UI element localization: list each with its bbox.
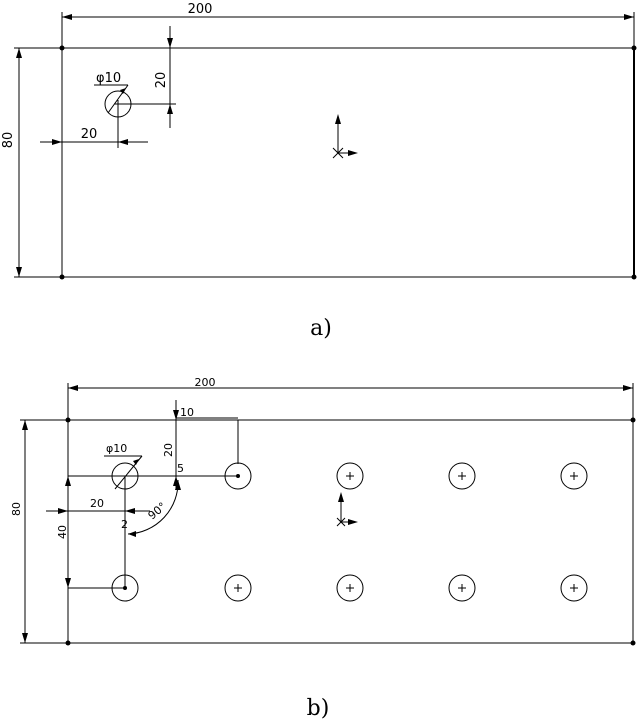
dim-row-gap-label: 40 bbox=[56, 525, 69, 539]
hole bbox=[448, 574, 476, 602]
dim-width-label: 200 bbox=[195, 376, 216, 389]
hole bbox=[336, 574, 364, 602]
dim-hole-x-label: 20 bbox=[90, 497, 104, 510]
dim-diameter-label: φ10 bbox=[96, 71, 121, 86]
dimension-width-a: 200 bbox=[61, 2, 635, 48]
plate-outline-a bbox=[61, 47, 635, 278]
dimension-width-b: 200 bbox=[67, 376, 634, 420]
dimension-row-gap-b: 40 bbox=[56, 476, 125, 589]
dimension-diameter-b: φ10 bbox=[104, 442, 143, 490]
dim-diameter-label: φ10 bbox=[106, 442, 127, 455]
dim-width-label: 200 bbox=[188, 2, 213, 17]
corner-dot bbox=[630, 640, 636, 646]
dimension-height-b: 80 bbox=[10, 419, 68, 644]
corner-dot bbox=[631, 274, 637, 280]
caption-a: a) bbox=[310, 316, 332, 341]
dimension-hole-x-b: 20 bbox=[46, 497, 150, 514]
hole-pattern bbox=[111, 462, 588, 602]
dim-hole-y-label: 20 bbox=[162, 443, 175, 457]
origin-axes-icon bbox=[332, 114, 358, 159]
angle-label: 90° bbox=[146, 500, 169, 522]
dimension-diameter-a: φ10 bbox=[94, 71, 129, 114]
dimension-hole-y-a: 20 bbox=[118, 26, 176, 128]
dim-hole-x-label: 20 bbox=[81, 127, 98, 142]
hole bbox=[560, 574, 588, 602]
hole bbox=[448, 462, 476, 490]
panel-a: 200 80 φ10 20 bbox=[1, 2, 637, 341]
dim-spacing-label: 10 bbox=[180, 406, 194, 419]
pattern-count-rows: 2 bbox=[121, 518, 128, 531]
plate-outline-b bbox=[67, 419, 634, 644]
pattern-count-cols: 5 bbox=[177, 462, 184, 475]
dim-height-label: 80 bbox=[10, 502, 23, 516]
dimension-spacing-b: 10 bbox=[176, 406, 239, 464]
origin-axes-icon bbox=[336, 492, 358, 527]
dimension-height-a: 80 bbox=[1, 47, 62, 278]
panel-b: 200 80 bbox=[10, 376, 636, 721]
hole bbox=[336, 462, 364, 490]
dim-height-label: 80 bbox=[1, 132, 16, 149]
dimension-hole-x-a: 20 bbox=[40, 104, 148, 148]
hole bbox=[224, 574, 252, 602]
caption-b: b) bbox=[307, 696, 330, 721]
angle-dimension-b: 90° bbox=[127, 479, 181, 537]
dim-hole-y-label: 20 bbox=[154, 72, 169, 89]
hole bbox=[560, 462, 588, 490]
